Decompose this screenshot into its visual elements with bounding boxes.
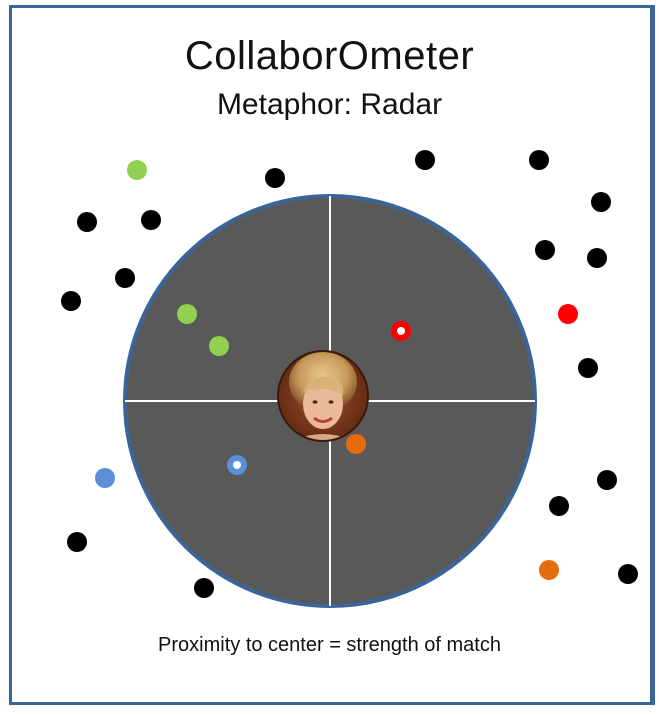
green-dot[interactable] <box>127 160 147 180</box>
black-dot[interactable] <box>578 358 598 378</box>
orange-dot[interactable] <box>346 434 366 454</box>
black-dot[interactable] <box>535 240 555 260</box>
black-dot[interactable] <box>67 532 87 552</box>
red-dot[interactable] <box>558 304 578 324</box>
black-dot[interactable] <box>77 212 97 232</box>
blue-target-dot[interactable] <box>227 455 247 475</box>
black-dot[interactable] <box>415 150 435 170</box>
blue-dot[interactable] <box>95 468 115 488</box>
black-dot[interactable] <box>587 248 607 268</box>
green-dot[interactable] <box>209 336 229 356</box>
black-dot[interactable] <box>591 192 611 212</box>
black-dot[interactable] <box>618 564 638 584</box>
black-dot[interactable] <box>597 470 617 490</box>
diagram-caption: Proximity to center = strength of match <box>158 634 501 656</box>
black-dot[interactable] <box>265 168 285 188</box>
green-dot[interactable] <box>177 304 197 324</box>
black-dot[interactable] <box>549 496 569 516</box>
red-target-dot[interactable] <box>391 321 411 341</box>
page-subtitle: Metaphor: Radar <box>216 88 443 121</box>
black-dot[interactable] <box>529 150 549 170</box>
black-dot[interactable] <box>115 268 135 288</box>
page-title: CollaborOmeter <box>184 34 475 78</box>
orange-dot[interactable] <box>539 560 559 580</box>
black-dot[interactable] <box>141 210 161 230</box>
center-user-avatar-icon[interactable] <box>277 350 369 445</box>
black-dot[interactable] <box>61 291 81 311</box>
black-dot[interactable] <box>194 578 214 598</box>
